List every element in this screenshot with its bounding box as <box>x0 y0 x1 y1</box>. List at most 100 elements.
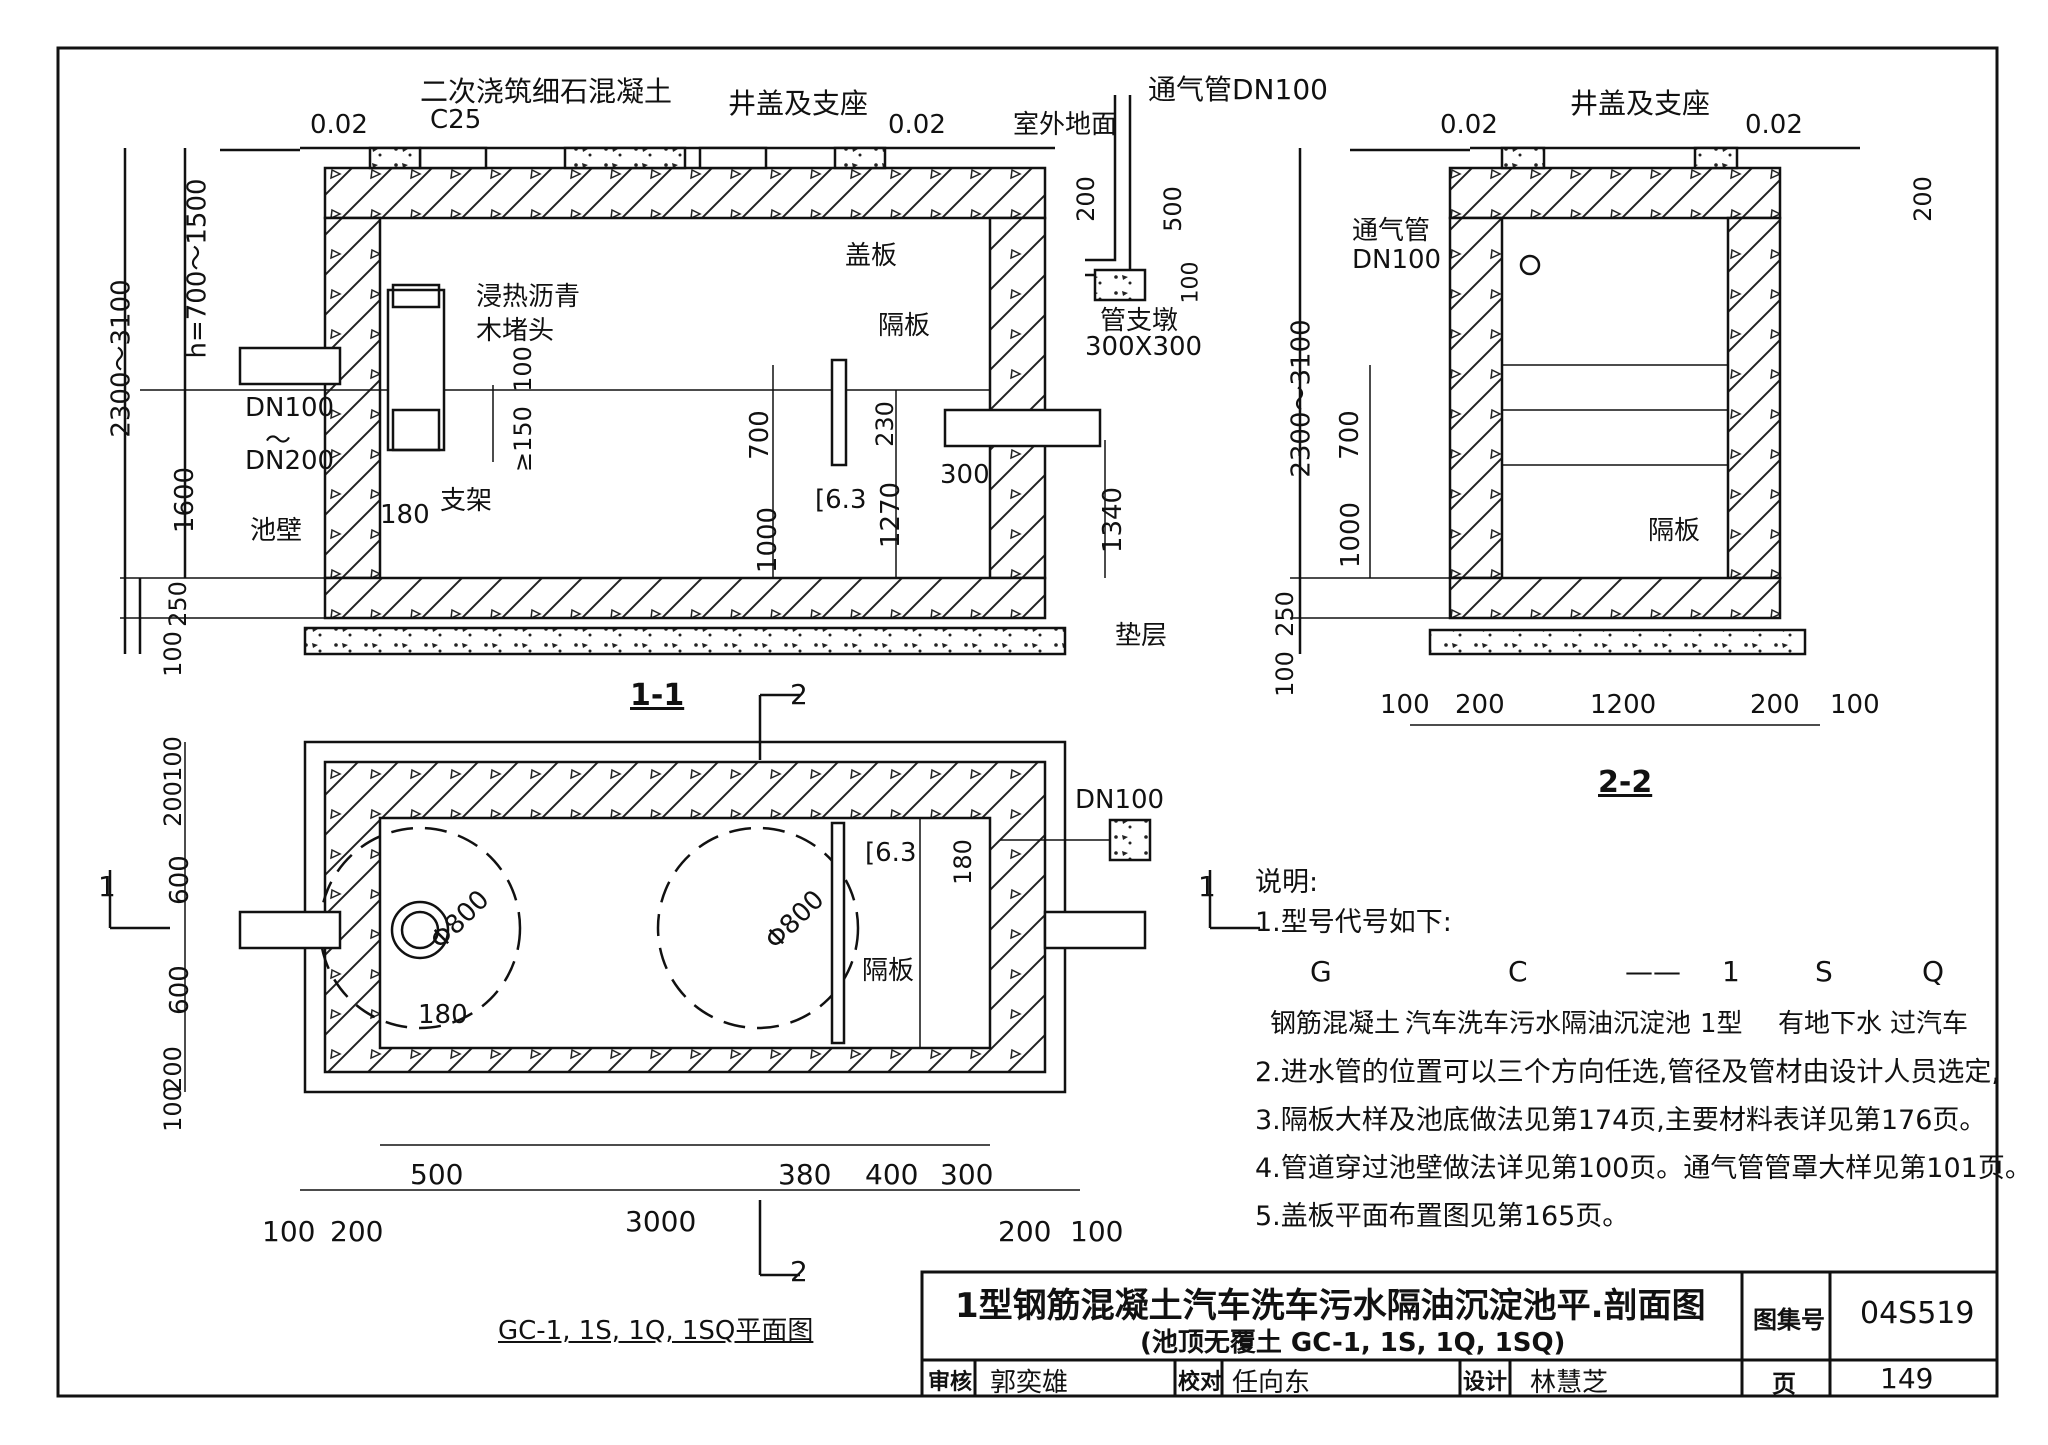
dim-overall-1-1: 2300～3100 <box>106 279 137 438</box>
title-block-checker: 任向东 <box>1232 1368 1311 1398</box>
notes-code-q: Q <box>1922 955 1945 988</box>
plan-label-baffle: 隔板 <box>862 956 915 986</box>
label-elev-left-2-2: 0.02 <box>1440 110 1498 140</box>
dim-1600: 1600 <box>170 466 201 534</box>
notes-meaning-pool: 汽车洗车污水隔油沉淀池 <box>1405 1009 1692 1039</box>
plan-left-dim-100-bottom: 100 <box>158 1086 187 1132</box>
label-bedding: 垫层 <box>1115 621 1168 651</box>
section-2-2-title: 2-2 <box>1598 765 1653 800</box>
dim-vent-100: 100 <box>1178 261 1204 304</box>
dim-100-1-1: 100 <box>158 631 187 677</box>
label-plug-line1: 浸热沥青 <box>476 282 581 312</box>
title-block-review-label: 审核 <box>928 1370 973 1395</box>
dim-vent-200: 200 <box>1071 176 1100 222</box>
label-baffle-2-2: 隔板 <box>1648 516 1701 546</box>
plan-dim-100-right: 100 <box>1070 1215 1124 1248</box>
dim-700-2-2: 700 <box>1334 410 1365 460</box>
title-block-page-no: 149 <box>1880 1362 1934 1395</box>
section-2-2-drawing <box>1290 146 1860 726</box>
plan-section-mark-2-bottom: 2 <box>790 1255 808 1288</box>
section-1-1-title: 1-1 <box>630 678 685 713</box>
notes-heading: 说明: <box>1255 867 1319 898</box>
dim-200-2-2: 200 <box>1908 176 1937 222</box>
notes-code-s: S <box>1815 955 1833 988</box>
dim-h-range: h=700～1500 <box>182 178 213 359</box>
dim-overall-2-2: 2300～3100 <box>1286 319 1317 478</box>
dim-250-2-2: 250 <box>1270 591 1299 637</box>
label-pier-size: 300X300 <box>1085 332 1203 362</box>
label-c25: C25 <box>430 105 482 135</box>
dim-250-1-1: 250 <box>163 581 192 627</box>
label-pipe-pier: 管支墩 <box>1100 306 1179 336</box>
title-block-page-label: 页 <box>1772 1370 1796 1398</box>
label-plug-line2: 木堵头 <box>476 316 555 346</box>
label-bracket: 支架 <box>440 486 493 516</box>
plan-drawing <box>108 693 1260 1277</box>
plan-label-dn100: DN100 <box>1075 785 1165 815</box>
notes-meaning-type1: 1型 <box>1700 1009 1743 1039</box>
notes-item-4: 4.管道穿过池壁做法详见第100页。通气管管罩大样见第101页。 <box>1255 1153 2032 1184</box>
title-block-design-label: 设计 <box>1463 1370 1508 1395</box>
plan-section-mark-2-top: 2 <box>790 678 808 711</box>
plan-label-channel: [6.3 <box>865 838 917 868</box>
label-cover-support-1-1: 井盖及支座 <box>728 87 869 120</box>
notes-item-3: 3.隔板大样及池底做法见第174页,主要材料表详见第176页。 <box>1255 1105 1987 1136</box>
label-baffle-1-1: 隔板 <box>878 311 931 341</box>
dim-bottom-100-b: 100 <box>1830 690 1880 720</box>
dim-inlet-100: 100 <box>508 346 537 392</box>
notes-item-2: 2.进水管的位置可以三个方向任选,管径及管材由设计人员选定, <box>1255 1057 2000 1088</box>
dim-1340: 1340 <box>1098 486 1129 554</box>
plan-section-mark-1-left: 1 <box>98 870 116 903</box>
label-vent-line1-2-2: 通气管 <box>1352 216 1431 246</box>
title-block-designer: 林慧芝 <box>1530 1368 1609 1398</box>
dim-230: 230 <box>870 401 899 447</box>
dim-vent-500: 500 <box>1158 186 1187 232</box>
label-elev-left: 0.02 <box>310 110 368 140</box>
dim-bottom-200-a: 200 <box>1455 690 1505 720</box>
dim-300-1-1: 300 <box>940 460 990 490</box>
notes-meaning-groundwater: 有地下水 <box>1778 1009 1883 1039</box>
plan-section-mark-1-right: 1 <box>1198 870 1216 903</box>
notes-code-dash: —— <box>1625 955 1681 988</box>
title-block-lines <box>920 1270 1999 1398</box>
plan-left-dim-600-top: 600 <box>164 855 195 905</box>
notes-meaning-concrete: 钢筋混凝土 <box>1270 1009 1401 1039</box>
plan-dim-380: 380 <box>778 1158 832 1191</box>
plan-left-dim-200-bottom: 200 <box>158 1046 187 1092</box>
dim-bottom-1200: 1200 <box>1590 690 1657 720</box>
label-inlet-dn100: DN100 <box>245 393 335 423</box>
notes-item-5: 5.盖板平面布置图见第165页。 <box>1255 1201 1630 1232</box>
notes-code-g: G <box>1310 955 1332 988</box>
plan-dim-400: 400 <box>865 1158 919 1191</box>
dim-inlet-150: ≥150 <box>508 406 537 472</box>
notes-code-1: 1 <box>1722 955 1740 988</box>
plan-left-dim-200-top: 200 <box>158 781 187 827</box>
label-cover-support-2-2: 井盖及支座 <box>1570 87 1711 120</box>
notes-meaning-vehicle: 过汽车 <box>1890 1009 1969 1039</box>
plan-dim-500: 500 <box>410 1158 464 1191</box>
dim-bottom-200-b: 200 <box>1750 690 1800 720</box>
plan-left-dim-100-top: 100 <box>158 736 187 782</box>
label-elev-mid: 0.02 <box>888 110 946 140</box>
plan-dim-3000: 3000 <box>625 1205 697 1238</box>
label-elev-right-2-2: 0.02 <box>1745 110 1803 140</box>
title-block-reviewer: 郭奕雄 <box>990 1368 1069 1398</box>
title-block-check-label: 校对 <box>1178 1370 1223 1395</box>
notes-code-c: C <box>1508 955 1528 988</box>
label-outdoor-ground: 室外地面 <box>1013 110 1118 140</box>
plan-title: GC-1, 1S, 1Q, 1SQ平面图 <box>498 1316 814 1346</box>
plan-left-dim-600-bottom: 600 <box>164 965 195 1015</box>
label-vent-line2-2-2: DN100 <box>1352 245 1442 275</box>
plan-dim-180-right: 180 <box>948 839 977 885</box>
label-cover-plate: 盖板 <box>845 241 898 271</box>
label-secondary-concrete: 二次浇筑细石混凝土 <box>420 75 673 108</box>
title-block-sub-title: (池顶无覆土 GC-1, 1S, 1Q, 1SQ) <box>1140 1328 1566 1358</box>
title-block-atlas-no: 04S519 <box>1860 1296 1975 1331</box>
dim-1000-1-1: 1000 <box>753 506 784 574</box>
dim-bottom-100-a: 100 <box>1380 690 1430 720</box>
section-1-1-drawing <box>120 95 1147 656</box>
dim-100-2-2: 100 <box>1270 651 1299 697</box>
label-pool-wall: 池壁 <box>250 516 303 546</box>
dim-1270: 1270 <box>876 481 907 549</box>
